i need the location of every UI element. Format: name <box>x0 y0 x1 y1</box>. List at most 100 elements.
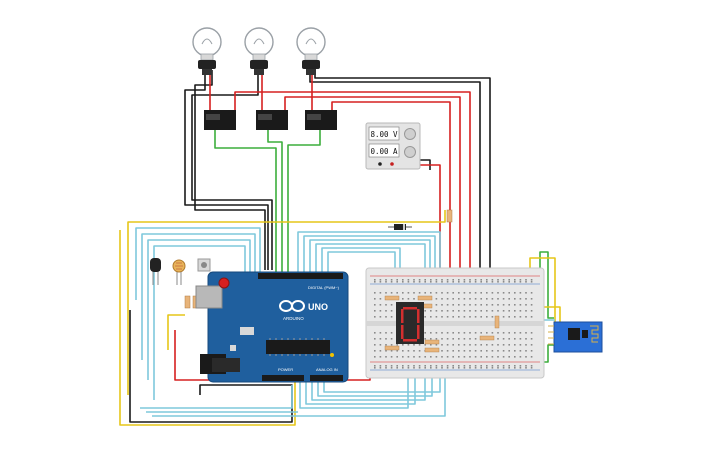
breadboard-hole <box>407 279 410 281</box>
analog-header-label: ANALOG IN <box>316 367 338 372</box>
diode[interactable] <box>388 224 412 230</box>
breadboard-hole <box>379 365 382 367</box>
breadboard-hole <box>390 304 393 306</box>
current-knob[interactable] <box>404 146 416 158</box>
usb-port <box>195 285 223 309</box>
breadboard-hole <box>463 298 466 300</box>
relay-3[interactable] <box>305 110 337 130</box>
breadboard-hole <box>458 367 460 369</box>
breadboard-hole <box>402 356 404 358</box>
breadboard-hole <box>508 350 510 352</box>
breadboard-hole <box>379 279 382 281</box>
breadboard-hole <box>519 365 522 367</box>
breadboard-hole <box>452 292 454 294</box>
breadboard-hole <box>446 344 449 346</box>
pushbutton[interactable] <box>197 258 211 272</box>
breadboard-hole <box>469 298 471 300</box>
bulb-2[interactable] <box>244 27 274 75</box>
breadboard-hole <box>469 350 471 352</box>
breadboard-hole <box>441 316 443 318</box>
breadboard-hole <box>458 316 460 318</box>
breadboard-hole <box>374 344 376 346</box>
breadboard-hole <box>463 332 466 334</box>
breadboard-hole <box>502 279 505 281</box>
breadboard-hole <box>530 365 533 367</box>
breadboard-hole <box>486 356 488 358</box>
breadboard-hole <box>385 310 387 312</box>
bulb-1[interactable] <box>192 27 222 75</box>
breadboard-hole <box>480 310 482 312</box>
breadboard-hole <box>497 344 499 346</box>
breadboard-hole <box>374 332 376 334</box>
voltage-knob[interactable] <box>404 128 416 140</box>
breadboard-hole <box>508 279 510 281</box>
breadboard-hole <box>379 367 382 369</box>
photoresistor[interactable] <box>172 259 186 285</box>
temperature-sensor[interactable] <box>150 258 161 285</box>
breadboard-hole <box>396 279 398 281</box>
breadboard-hole <box>452 281 454 283</box>
breadboard-hole <box>469 365 471 367</box>
breadboard-hole <box>390 332 393 334</box>
breadboard-hole <box>530 298 533 300</box>
breadboard-hole <box>491 316 494 318</box>
breadboard-hole <box>446 316 449 318</box>
breadboard-hole <box>530 279 533 281</box>
breadboard-hole <box>402 367 404 369</box>
breadboard-hole <box>530 350 533 352</box>
breadboard-hole <box>463 356 466 358</box>
breadboard-hole <box>491 292 494 294</box>
breadboard-hole <box>508 281 510 283</box>
breadboard-hole <box>469 367 471 369</box>
breadboard-hole <box>491 281 494 283</box>
breadboard-hole <box>441 365 443 367</box>
breadboard-hole <box>435 316 438 318</box>
breadboard-hole <box>502 281 505 283</box>
breadboard-hole <box>407 365 410 367</box>
breadboard-hole <box>530 367 533 369</box>
breadboard-hole <box>407 356 410 358</box>
breadboard-hole <box>514 350 516 352</box>
breadboard-hole <box>474 310 477 312</box>
breadboard-hole <box>407 367 410 369</box>
breadboard-hole <box>379 304 382 306</box>
breadboard-hole <box>497 338 499 340</box>
breadboard[interactable] <box>365 267 545 379</box>
breadboard-hole <box>480 350 482 352</box>
breadboard-hole <box>491 350 494 352</box>
breadboard-hole <box>519 281 522 283</box>
breadboard-hole <box>508 316 510 318</box>
breadboard-hole <box>424 365 426 367</box>
arduino-uno[interactable]: UNO ARDUINO DIGITAL (PWM~) POWER ANALOG … <box>195 271 349 383</box>
breadboard-hole <box>374 281 376 283</box>
breadboard-hole <box>435 338 438 340</box>
breadboard-hole <box>502 344 505 346</box>
relay-2[interactable] <box>256 110 288 130</box>
reset-button[interactable] <box>218 277 230 289</box>
breadboard-hole <box>486 316 488 318</box>
breadboard-hole <box>424 344 426 346</box>
power-supply[interactable]: 8.00 V 0.00 A <box>365 122 421 170</box>
breadboard-hole <box>402 350 404 352</box>
positive-terminal[interactable] <box>390 162 394 166</box>
seven-segment-display[interactable]: 0 <box>396 302 424 344</box>
breadboard-hole <box>418 356 421 358</box>
resistor-top[interactable] <box>446 209 453 223</box>
wifi-module[interactable] <box>548 321 603 353</box>
breadboard-hole <box>525 350 527 352</box>
breadboard-hole <box>530 356 533 358</box>
breadboard-hole <box>474 338 477 340</box>
breadboard-hole <box>480 332 482 334</box>
breadboard-hole <box>469 332 471 334</box>
breadboard-hole <box>379 281 382 283</box>
bulb-3[interactable] <box>296 27 326 75</box>
voltage-readout: 8.00 V <box>370 130 398 139</box>
breadboard-hole <box>452 367 454 369</box>
negative-terminal[interactable] <box>378 162 382 166</box>
breadboard-hole <box>446 332 449 334</box>
breadboard-hole <box>497 367 499 369</box>
breadboard-hole <box>379 298 382 300</box>
breadboard-hole <box>396 367 398 369</box>
relay-1[interactable] <box>204 110 236 130</box>
breadboard-hole <box>463 365 466 367</box>
